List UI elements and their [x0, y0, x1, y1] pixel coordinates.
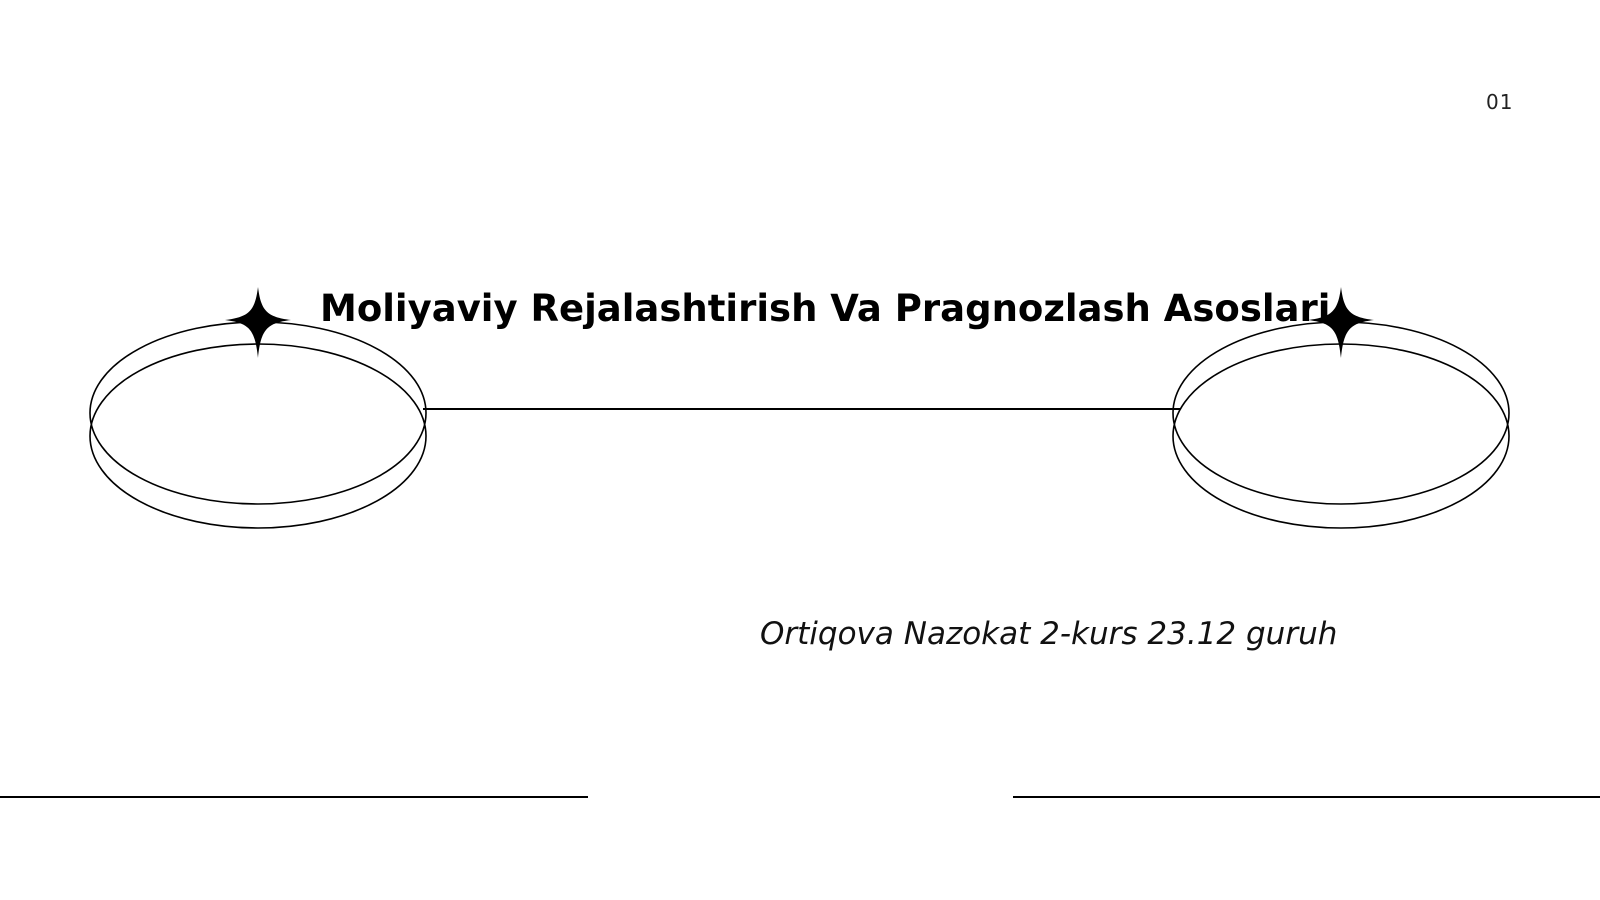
slide-title: Moliyaviy Rejalashtirish Va Pragnozlash …	[320, 287, 1331, 330]
right-star-icon	[1308, 287, 1374, 358]
slide-number: 01	[1486, 90, 1514, 114]
slide-subtitle: Ortiqova Nazokat 2-kurs 23.12 guruh	[760, 616, 1338, 652]
left-star-icon	[225, 287, 291, 358]
